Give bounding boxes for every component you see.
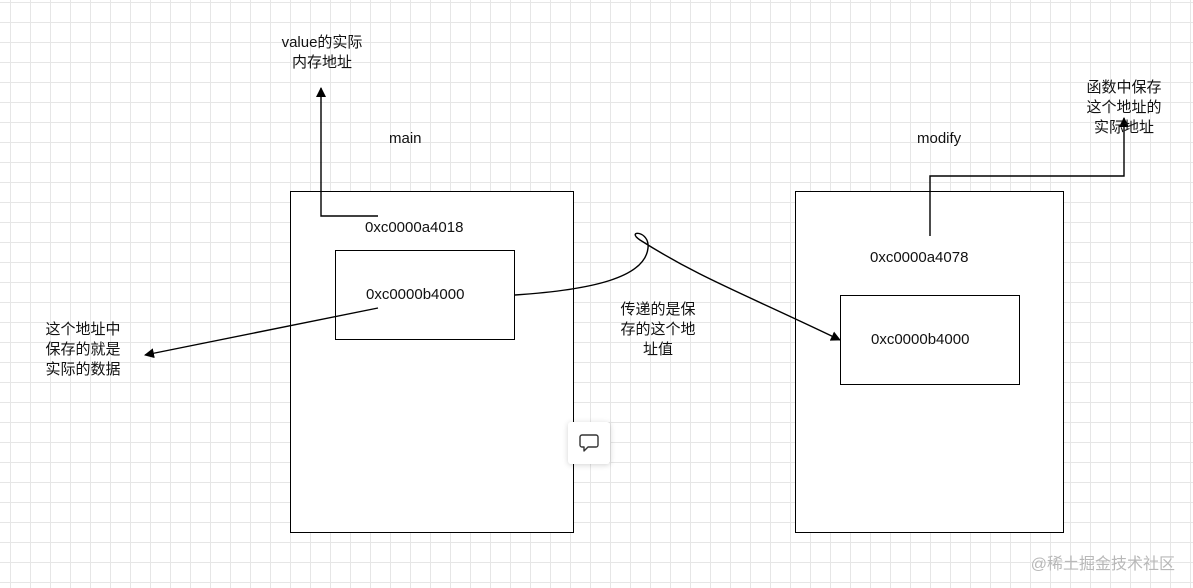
watermark: @稀土掘金技术社区 bbox=[1030, 556, 1175, 573]
comment-button[interactable] bbox=[568, 422, 610, 464]
main-inner-value: 0xc0000b4000 bbox=[366, 286, 465, 303]
actual-data-arrow bbox=[144, 307, 379, 359]
modify-inner-box bbox=[840, 295, 1020, 385]
modify-inner-value: 0xc0000b4000 bbox=[871, 331, 970, 348]
func-saved-address-note: 函数中保存这个地址的实际地址 bbox=[1086, 79, 1162, 136]
value-address-note: value的实际内存地址 bbox=[281, 34, 363, 71]
main-inner-box bbox=[335, 250, 515, 340]
func-address-arrow bbox=[929, 117, 1129, 236]
main-title: main bbox=[389, 130, 422, 147]
pass-value-note: 传递的是保存的这个地址值 bbox=[620, 301, 696, 358]
value-address-arrow bbox=[316, 87, 378, 217]
modify-title: modify bbox=[917, 130, 962, 147]
main-frame bbox=[290, 191, 574, 533]
modify-outer-address: 0xc0000a4078 bbox=[870, 249, 969, 266]
pass-value-arrow bbox=[514, 232, 841, 341]
comment-icon bbox=[579, 434, 599, 452]
main-outer-address: 0xc0000a4018 bbox=[365, 219, 464, 236]
actual-data-note: 这个地址中保存的就是实际的数据 bbox=[45, 321, 121, 378]
